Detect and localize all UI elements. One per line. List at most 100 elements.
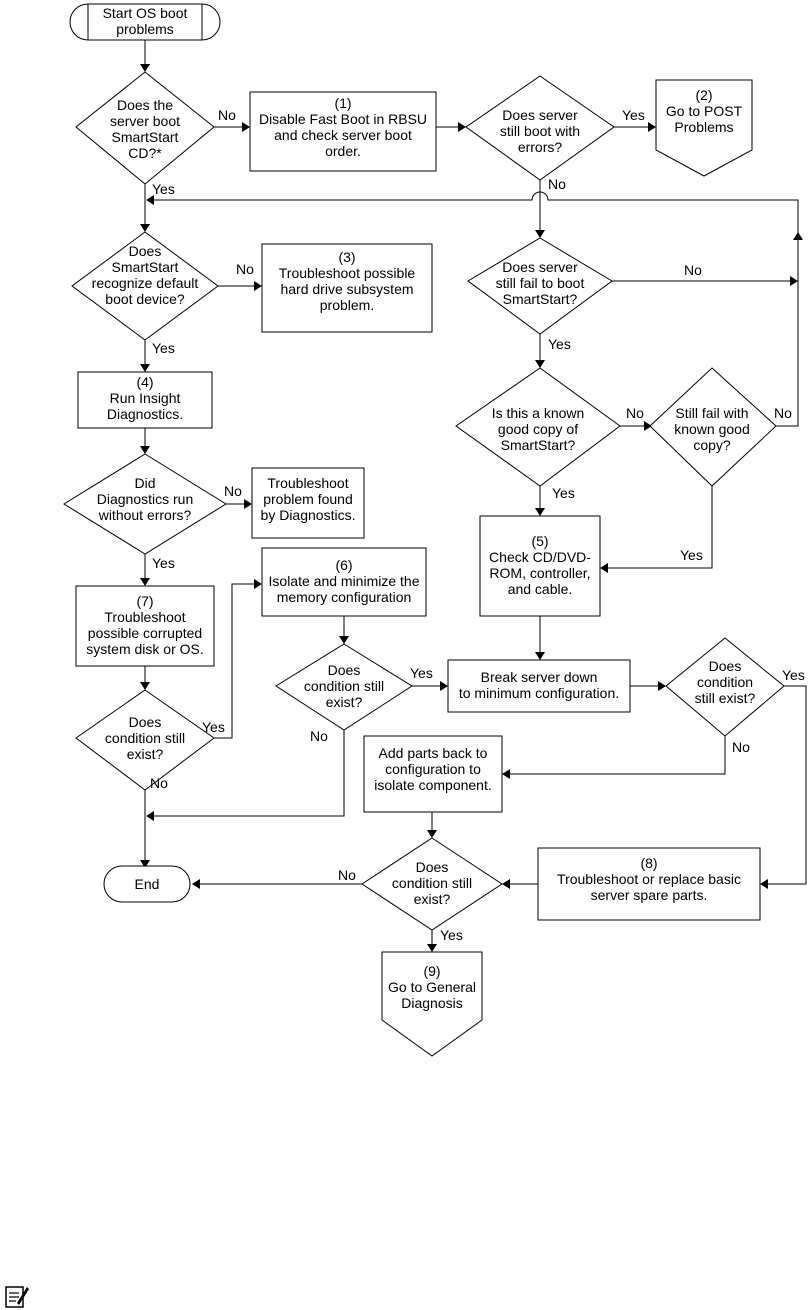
offpage-9 (381, 951, 483, 1057)
process-8 (537, 847, 761, 921)
end-terminator (103, 865, 191, 903)
decision-cond-os (75, 689, 215, 791)
arrowhead (535, 230, 545, 238)
connectors (140, 40, 807, 952)
arrowhead (140, 682, 150, 690)
label-knowngood-yes: Yes (552, 485, 575, 501)
arrowhead (427, 944, 437, 952)
process-break (447, 659, 631, 713)
arrowhead (242, 122, 250, 132)
decision-boot-cd (75, 71, 215, 185)
label-stillfail-no: No (774, 405, 792, 421)
decision-still-fail (649, 367, 777, 487)
label-condmem-yes: Yes (410, 665, 433, 681)
arrowhead (140, 64, 150, 72)
edge-stillfail-yes-p5 (606, 486, 713, 569)
arrowhead (192, 879, 200, 889)
process-3 (261, 243, 433, 333)
arrowhead (648, 122, 656, 132)
edge-labels: No Yes Yes No No No Yes Yes No No No Yes… (150, 107, 805, 943)
label-recognize-yes: Yes (152, 340, 175, 356)
decision-cond-min (665, 637, 785, 737)
arrowhead (254, 579, 262, 589)
arrowhead (146, 195, 154, 205)
arrowhead (535, 360, 545, 368)
arrowhead (140, 224, 150, 232)
label-condmin-yes: Yes (782, 667, 805, 683)
label-condfinal-yes: Yes (440, 927, 463, 943)
process-5 (479, 515, 601, 617)
decision-errors (465, 75, 615, 181)
edge-loopback-top (152, 191, 799, 238)
arrowhead (440, 681, 448, 691)
arrowhead (140, 446, 150, 454)
process-5-label: (5)Check CD/DVD-ROM, controller,and cabl… (489, 533, 591, 597)
label-errors-no: No (548, 176, 566, 192)
arrowhead (140, 364, 150, 372)
arrowhead (535, 652, 545, 660)
decision-cond-final (361, 837, 503, 931)
arrowhead (244, 499, 252, 509)
edge-condmin-no-addparts (508, 736, 726, 775)
edge-condos-yes-p6 (214, 583, 256, 739)
label-failboot-no: No (684, 262, 702, 278)
arrowhead (140, 860, 150, 868)
label-condos-no: No (150, 775, 168, 791)
decision-known-good (455, 367, 621, 487)
process-6 (261, 547, 427, 617)
arrowhead (458, 122, 466, 132)
arrowhead (502, 879, 510, 889)
label-condos-yes: Yes (202, 719, 225, 735)
edge-stillfail-no-up (776, 238, 799, 427)
label-diag-yes: Yes (152, 555, 175, 571)
arrowhead (658, 681, 666, 691)
process-diag (251, 467, 365, 539)
arrowhead (600, 563, 608, 573)
decision-fail-boot (467, 237, 613, 335)
process-4 (77, 371, 213, 429)
label-knowngood-no: No (626, 405, 644, 421)
arrowhead (790, 276, 798, 286)
arrowhead (502, 769, 510, 779)
label-errors-yes: Yes (622, 107, 645, 123)
end-label: End (135, 876, 160, 892)
process-1 (249, 91, 437, 172)
edge-condmin-yes-p8 (766, 685, 807, 885)
decision-diag (63, 453, 227, 555)
label-bootcd-yes: Yes (152, 181, 175, 197)
arrowhead (760, 879, 768, 889)
arrowhead (339, 636, 349, 644)
decision-recognize (71, 231, 219, 341)
arrowhead (146, 811, 154, 821)
arrowhead (254, 281, 262, 291)
process-addparts (363, 735, 503, 813)
edge-condmem-no-left (152, 730, 345, 817)
arrowhead (427, 830, 437, 838)
label-recognize-no: No (236, 261, 254, 277)
note-icon (5, 1286, 29, 1308)
label-condfinal-no: No (338, 867, 356, 883)
